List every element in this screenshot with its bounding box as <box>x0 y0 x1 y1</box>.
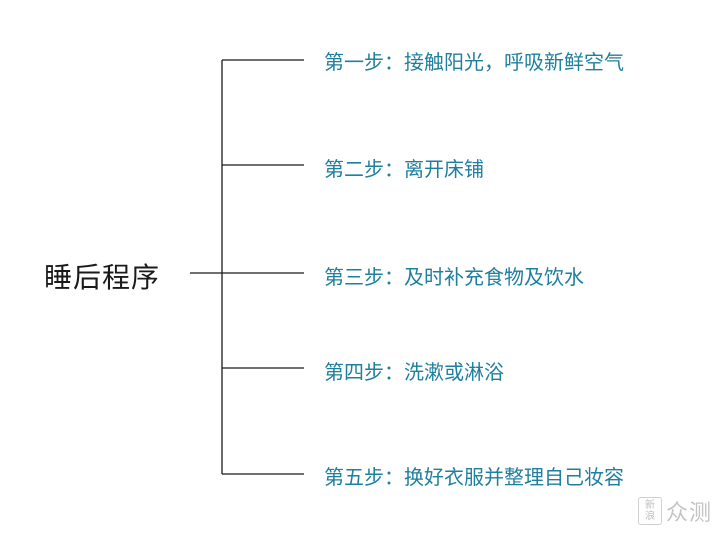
watermark-logo-badge: 新 浪 <box>637 497 662 525</box>
watermark-badge-bottom: 浪 <box>644 511 655 522</box>
step-5-label: 第五步：换好衣服并整理自己妆容 <box>324 465 624 489</box>
root-node-label: 睡后程序 <box>44 261 161 294</box>
step-4-label: 第四步：洗漱或淋浴 <box>324 360 504 384</box>
step-1-label: 第一步：接触阳光，呼吸新鲜空气 <box>324 50 624 74</box>
watermark: 新 浪 众测 <box>637 495 712 527</box>
watermark-badge-top: 新 <box>644 500 655 511</box>
watermark-text: 众测 <box>665 501 712 526</box>
step-3-label: 第三步：及时补充食物及饮水 <box>324 265 584 289</box>
step-2-label: 第二步：离开床铺 <box>324 157 484 181</box>
